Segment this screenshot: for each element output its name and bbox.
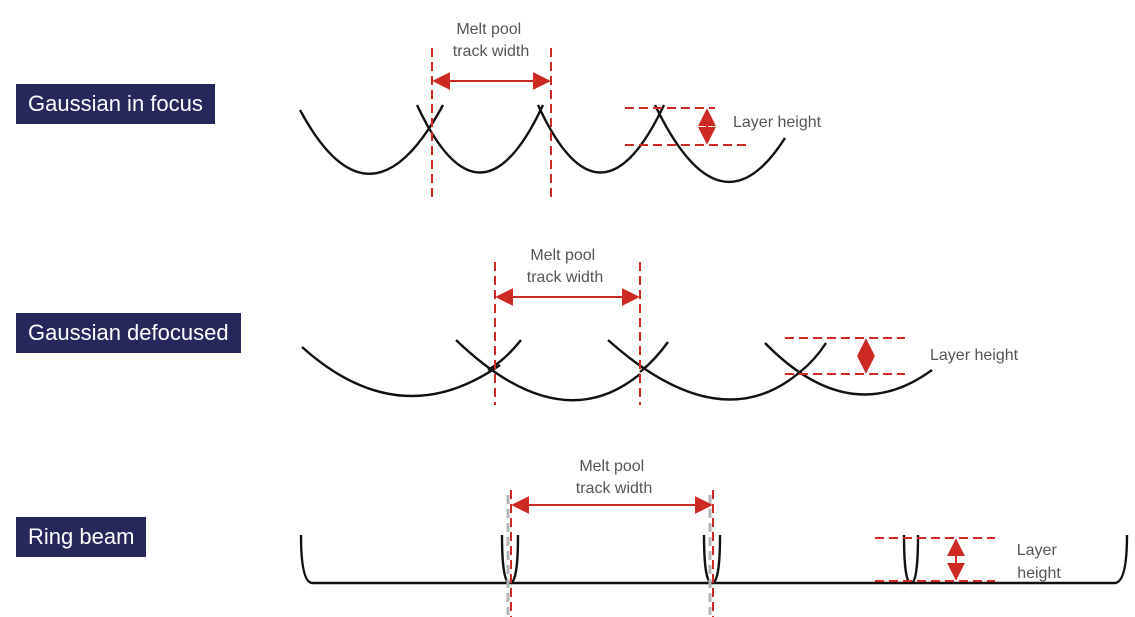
- melt-pool-profile-2-right: [487, 339, 522, 372]
- layer-height-label: Layer height: [733, 114, 822, 131]
- melt-pool-profile-4-right: [799, 342, 828, 373]
- panel-gaussian-in-focus: Melt pool track width Layer height: [298, 21, 822, 200]
- melt-pool-profile-3: [536, 104, 666, 174]
- panel-title-gaussian-defocused: Gaussian defocused: [16, 313, 241, 353]
- melt-pool-profile-4: [653, 104, 787, 184]
- melt-pool-profile-2: [415, 104, 545, 174]
- panel-title-gaussian-in-focus: Gaussian in focus: [16, 84, 215, 124]
- melt-pool-profile-3: [902, 534, 920, 585]
- melt-pool-profile-2: [455, 339, 641, 402]
- melt-pool-profile-3: [607, 339, 801, 401]
- panel-gaussian-defocused: Melt pool track width Layer height: [301, 247, 1019, 405]
- melt-pool-profile-4: [764, 342, 933, 396]
- track-width-label: Melt pool track width: [527, 247, 603, 286]
- melt-pool-profile-1: [301, 346, 501, 398]
- layer-height-label: Layer height: [930, 347, 1019, 364]
- panel-title-ring-beam: Ring beam: [16, 517, 147, 557]
- melt-pool-profile-1: [298, 104, 445, 175]
- layer-height-label: Layer height: [1017, 542, 1062, 582]
- track-width-label: Melt pool track width: [453, 21, 529, 60]
- panel-ring-beam: Melt pool track width Layer height: [299, 458, 1129, 617]
- track-width-label: Melt pool track width: [576, 458, 652, 497]
- melt-pool-profile-3-right: [639, 341, 669, 373]
